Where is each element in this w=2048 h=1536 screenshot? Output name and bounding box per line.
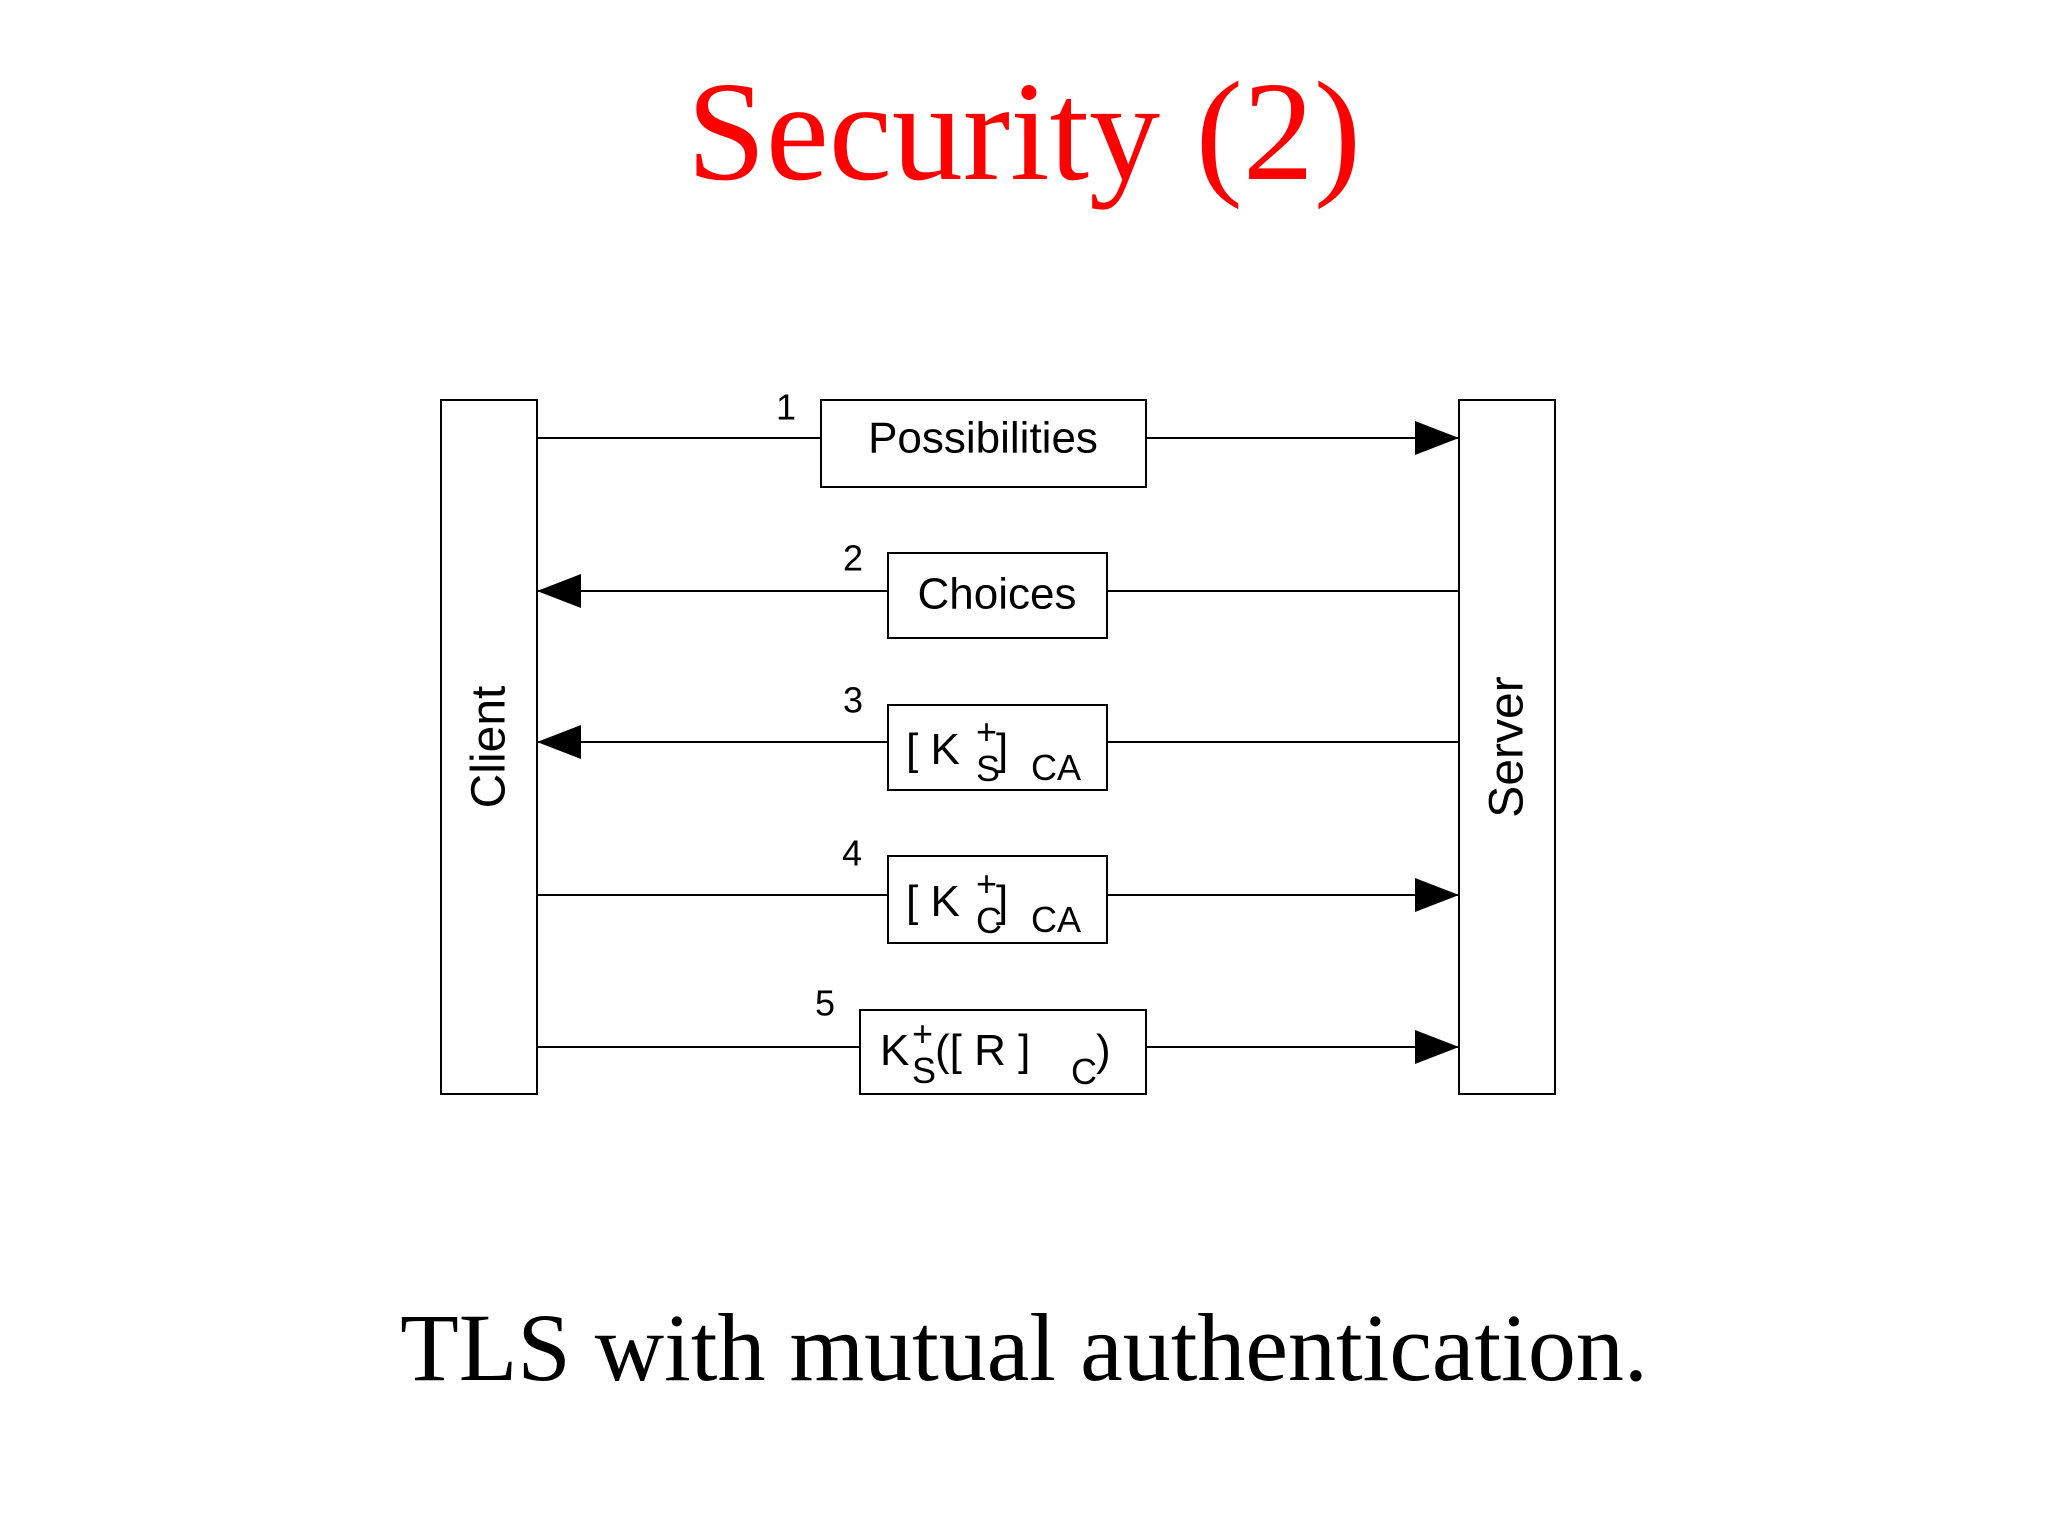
message-5-label-mid-sub: C (1071, 1051, 1097, 1092)
message-4-label-sup: + (976, 863, 997, 904)
message-4-number: 4 (842, 833, 862, 874)
message-4-label-close: ] (996, 877, 1008, 926)
message-5-label-open: K (880, 1026, 909, 1075)
message-1-number: 1 (776, 387, 796, 428)
message-2-number: 2 (843, 538, 863, 579)
message-3-label-sub: S (976, 748, 1000, 789)
message-4: [ K + C ] CA 4 (537, 833, 1459, 944)
message-5-label: K + S ([ R ] C ) (880, 1013, 1111, 1092)
message-1: Possibilities 1 (537, 387, 1459, 488)
message-2: Choices 2 (537, 538, 1459, 639)
message-2-box (887, 552, 1108, 639)
message-4-label-close-sub: CA (1031, 899, 1081, 940)
message-1-label: Possibilities (868, 414, 1098, 463)
message-4-label: [ K + C ] CA (906, 863, 1081, 941)
message-3-label: [ K + S ] CA (906, 711, 1081, 789)
message-5-number: 5 (815, 983, 835, 1024)
message-5-label-sup: + (912, 1013, 933, 1054)
message-3-box (887, 704, 1108, 791)
message-3-number: 3 (843, 680, 863, 721)
message-5: K + S ([ R ] C ) 5 (537, 983, 1459, 1095)
server-label: Server (1481, 676, 1534, 817)
client-label: Client (463, 686, 516, 809)
message-1-box (820, 399, 1147, 488)
slide-title: Security (2) (686, 52, 1362, 210)
slide-caption: TLS with mutual authentication. (400, 1294, 1648, 1401)
message-5-box (859, 1009, 1147, 1095)
message-3-label-open: [ K (906, 725, 960, 774)
message-5-label-sub: S (912, 1050, 936, 1091)
message-5-label-end: ) (1096, 1026, 1111, 1075)
server-column (1458, 399, 1556, 1095)
message-5-label-mid: ([ R ] (935, 1026, 1030, 1075)
message-3-label-sup: + (976, 711, 997, 752)
message-3-label-close-sub: CA (1031, 747, 1081, 788)
message-4-box (887, 855, 1108, 944)
message-3-label-close: ] (996, 725, 1008, 774)
message-4-label-open: [ K (906, 877, 960, 926)
message-2-label: Choices (918, 570, 1077, 619)
client-column (440, 399, 538, 1095)
message-3: [ K + S ] CA 3 (537, 680, 1459, 791)
message-4-label-sub: C (976, 900, 1002, 941)
